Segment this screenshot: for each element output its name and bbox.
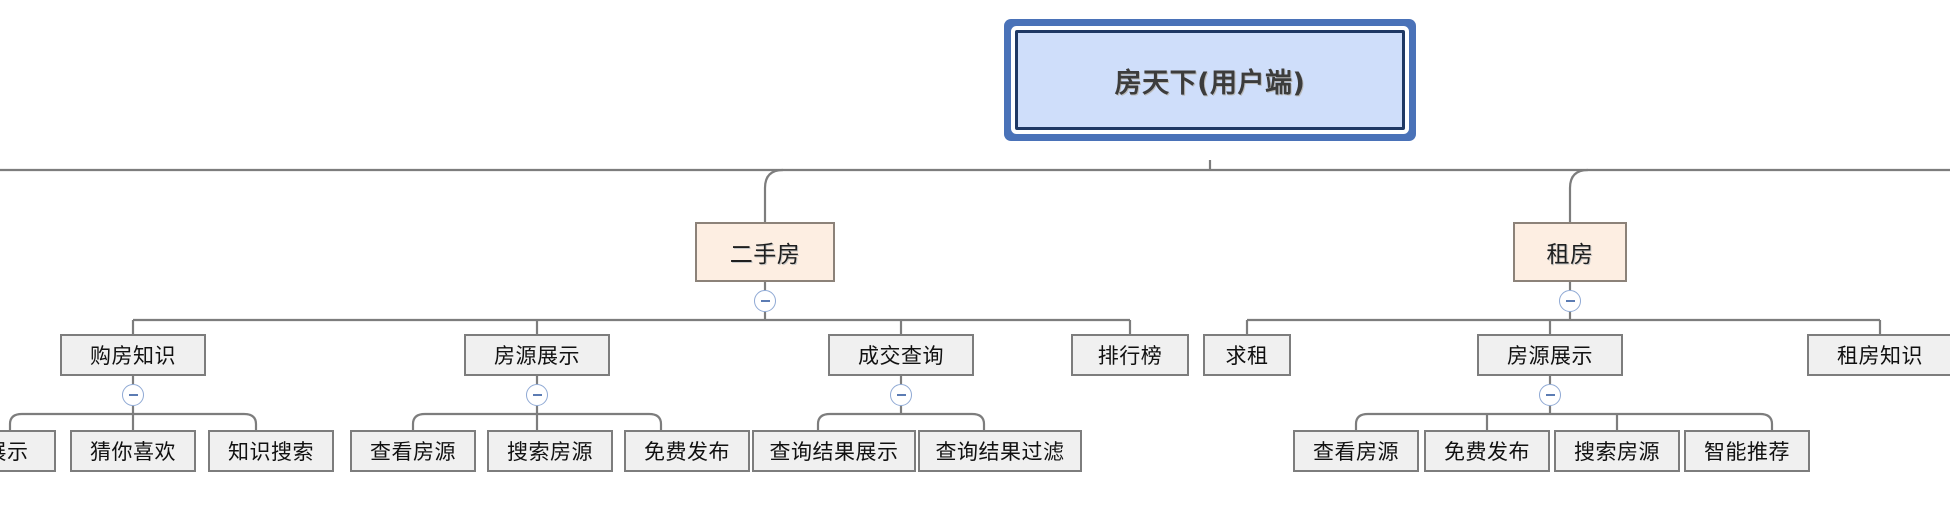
node-fangyuanzhanshi-esf[interactable]: 房源展示 — [464, 334, 610, 376]
node-zhinengtuijian[interactable]: 智能推荐 — [1684, 430, 1810, 472]
collapse-toggle-chengjiaochaxun[interactable] — [890, 384, 912, 406]
node-goufangzhishi[interactable]: 购房知识 — [60, 334, 206, 376]
node-mianfeifabu-zf[interactable]: 免费发布 — [1424, 430, 1550, 472]
node-chengjiaochaxun[interactable]: 成交查询 — [828, 334, 974, 376]
node-cainixihuan[interactable]: 猜你喜欢 — [70, 430, 196, 472]
node-zufangzhishi[interactable]: 租房知识 — [1807, 334, 1950, 376]
node-sousuofangyuan-zf[interactable]: 搜索房源 — [1554, 430, 1680, 472]
node-ershoufang[interactable]: 二手房 — [695, 222, 835, 282]
node-chakanfangyuan-zf[interactable]: 查看房源 — [1293, 430, 1419, 472]
node-chaxunjieguozhanshi[interactable]: 查询结果展示 — [752, 430, 916, 472]
collapse-toggle-fangyuanzhanshi-esf[interactable] — [526, 384, 548, 406]
minus-icon — [896, 394, 906, 396]
node-paihangbang[interactable]: 排行榜 — [1071, 334, 1189, 376]
node-fangyuanzhanshi-zf[interactable]: 房源展示 — [1477, 334, 1623, 376]
minus-icon — [532, 394, 542, 396]
minus-icon — [760, 300, 770, 302]
node-zhanshi[interactable]: 展示 — [0, 430, 56, 472]
minus-icon — [1545, 394, 1555, 396]
node-chakanfangyuan-esf[interactable]: 查看房源 — [350, 430, 476, 472]
collapse-toggle-zufang[interactable] — [1559, 290, 1581, 312]
collapse-toggle-ershoufang[interactable] — [754, 290, 776, 312]
node-zufang[interactable]: 租房 — [1513, 222, 1627, 282]
node-zhishisousuo[interactable]: 知识搜索 — [208, 430, 334, 472]
node-qiuzu[interactable]: 求租 — [1203, 334, 1291, 376]
node-sousuofangyuan-esf[interactable]: 搜索房源 — [487, 430, 613, 472]
collapse-toggle-goufangzhishi[interactable] — [122, 384, 144, 406]
minus-icon — [128, 394, 138, 396]
node-chaxunjieguoguolv[interactable]: 查询结果过滤 — [918, 430, 1082, 472]
node-root[interactable]: 房天下(用户端) — [1015, 30, 1405, 130]
minus-icon — [1565, 300, 1575, 302]
collapse-toggle-fangyuanzhanshi-zf[interactable] — [1539, 384, 1561, 406]
node-mianfeifabu-esf[interactable]: 免费发布 — [624, 430, 750, 472]
